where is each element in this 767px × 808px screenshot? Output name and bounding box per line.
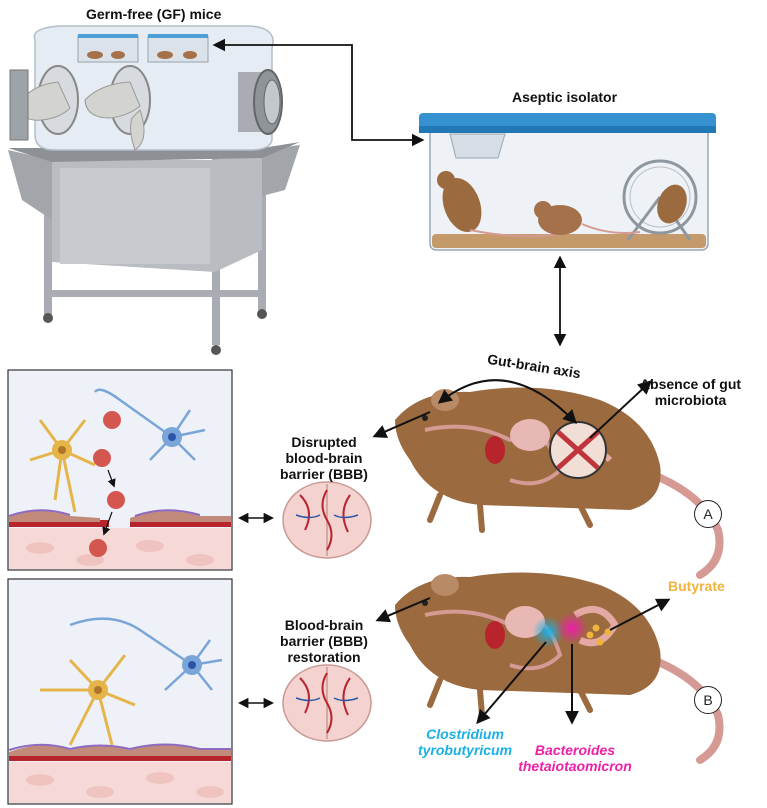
restoration-line-2: barrier (BBB): [280, 633, 368, 650]
brain-illustration-b: [282, 664, 372, 742]
disrupted-line-1: Disrupted: [291, 434, 357, 450]
gf-mice-label: Germ-free (GF) mice: [86, 6, 222, 22]
clostridium-pointer-arrow: [476, 641, 547, 725]
aseptic-isolator-cage: [419, 113, 716, 251]
mouse-a-anatomy: [395, 387, 724, 579]
isolator-link-arrow: [212, 38, 425, 147]
clostridium-label: Clostridium tyrobutyricum: [400, 726, 530, 758]
disrupted-line-2: blood-brain: [285, 450, 363, 467]
butyrate-label: Butyrate: [668, 578, 725, 594]
absence-line-1: Absence of gut: [639, 376, 742, 392]
clostridium-line-1: Clostridium: [426, 726, 504, 742]
restoration-line-1: Blood-brain: [284, 617, 364, 633]
disrupted-pointer-arrow: [372, 411, 431, 438]
disrupted-bbb-tissue-panel: [7, 369, 233, 571]
restored-bbb-tissue-panel: [7, 578, 233, 805]
marker-b: B: [694, 686, 722, 714]
germ-free-isolator-illustration: [8, 25, 300, 355]
restoration-pointer-arrow: [375, 597, 431, 623]
clostridium-line-2: tyrobutyricum: [417, 742, 513, 759]
disrupted-line-3: barrier (BBB): [280, 466, 368, 483]
marker-a: A: [694, 500, 722, 528]
aseptic-isolator-label: Aseptic isolator: [512, 89, 618, 105]
butyrate-pointer-arrow: [609, 598, 671, 631]
bbb-restoration-label: Blood-brain barrier (BBB) restoration: [268, 617, 380, 665]
disrupted-bbb-label: Disrupted blood-brain barrier (BBB): [268, 434, 380, 482]
bacteroides-line-2: thetaiotaomicron: [518, 758, 632, 775]
gut-brain-axis-arrow: [437, 379, 577, 425]
absence-of-microbiota-label: Absence of gut microbiota: [628, 376, 753, 408]
bacteroides-label: Bacteroides thetaiotaomicron: [500, 742, 650, 774]
absence-pointer-arrow: [589, 380, 653, 439]
bacteroides-line-1: Bacteroides: [534, 742, 616, 758]
brain-illustration-a: [282, 481, 372, 559]
restoration-line-3: restoration: [287, 649, 361, 666]
mouse-b-anatomy: [395, 572, 724, 764]
absence-line-2: microbiota: [654, 392, 727, 409]
